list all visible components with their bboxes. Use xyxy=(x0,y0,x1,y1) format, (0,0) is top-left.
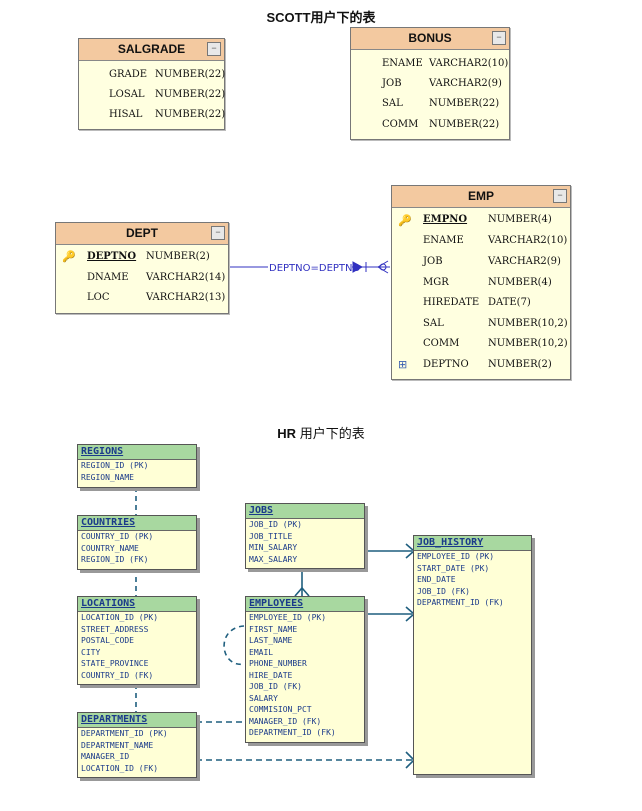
table-header: LOCATIONS xyxy=(78,597,196,612)
table-name: SALGRADE xyxy=(117,42,186,56)
table-header: DEPARTMENTS xyxy=(78,713,196,728)
table-header: EMPLOYEES xyxy=(246,597,364,612)
table-column: DEPARTMENT_ID (FK) xyxy=(417,598,504,607)
dept-emp-relation xyxy=(228,260,390,274)
table-job-history[interactable]: JOB_HISTORY EMPLOYEE_ID (PK) START_DATE … xyxy=(413,535,532,775)
hr-title-suffix: 用户下的表 xyxy=(296,426,365,441)
table-header: JOBS xyxy=(246,504,364,519)
foreign-key-icon: ⊞ xyxy=(398,358,408,371)
table-column: FIRST_NAME xyxy=(249,624,298,634)
table-column: END_DATE xyxy=(417,575,456,584)
table-column: COUNTRY_NAME xyxy=(81,543,139,553)
minimize-icon[interactable]: − xyxy=(207,42,221,56)
table-employees[interactable]: EMPLOYEES EMPLOYEE_ID (PK) FIRST_NAME LA… xyxy=(245,596,365,743)
table-column: DEPARTMENT_ID (PK) xyxy=(81,729,168,738)
table-column: COMMISION_PCT xyxy=(249,705,312,714)
table-regions[interactable]: REGIONS REGION_ID (PK) REGION_NAME xyxy=(77,444,197,488)
table-column: STREET_ADDRESS xyxy=(81,624,149,634)
table-header: COUNTRIES xyxy=(78,516,196,531)
table-name: BONUS xyxy=(408,31,452,45)
table-column: COUNTRY_ID (PK) xyxy=(81,532,154,541)
table-column: COUNTRY_ID (FK) xyxy=(81,670,154,680)
table-header: REGIONS xyxy=(78,445,196,460)
table-column: JOB_ID (PK) xyxy=(249,520,302,529)
table-column: POSTAL_CODE xyxy=(81,636,134,645)
hr-title-prefix: HR xyxy=(277,426,297,441)
table-column: HIRE_DATE xyxy=(249,670,293,680)
table-column: MIN_SALARY xyxy=(249,543,298,552)
minimize-icon[interactable]: − xyxy=(553,189,567,203)
table-column: MANAGER_ID (FK) xyxy=(249,716,322,726)
table-column: EMPLOYEE_ID (PK) xyxy=(249,613,327,622)
table-column: MANAGER_ID xyxy=(81,752,130,761)
table-departments[interactable]: DEPARTMENTS DEPARTMENT_ID (PK) DEPARTMEN… xyxy=(77,712,197,778)
table-header: JOB_HISTORY xyxy=(414,536,531,551)
table-column: LOCATION_ID (FK) xyxy=(81,763,159,773)
table-countries[interactable]: COUNTRIES COUNTRY_ID (PK) COUNTRY_NAME R… xyxy=(77,515,197,570)
table-column: LOCATION_ID (PK) xyxy=(81,613,159,622)
scott-title: SCOTT用户下的表 xyxy=(266,10,376,25)
table-column: JOB_ID (FK) xyxy=(417,586,470,596)
table-name: EMP xyxy=(467,189,494,203)
table-jobs[interactable]: JOBS JOB_ID (PK) JOB_TITLE MIN_SALARY MA… xyxy=(245,503,365,569)
table-locations[interactable]: LOCATIONS LOCATION_ID (PK) STREET_ADDRES… xyxy=(77,596,197,685)
table-column: CITY xyxy=(81,647,101,657)
key-icon: 🔑 xyxy=(398,214,412,227)
table-column: DEPARTMENT_NAME xyxy=(81,740,154,750)
table-column: REGION_ID (FK) xyxy=(81,555,149,564)
minimize-icon[interactable]: − xyxy=(492,31,506,45)
table-column: PHONE_NUMBER xyxy=(249,659,307,668)
table-column: START_DATE (PK) xyxy=(417,563,490,573)
table-column: SALARY xyxy=(249,693,278,703)
table-column: JOB_ID (FK) xyxy=(249,682,302,691)
minimize-icon[interactable]: − xyxy=(211,226,225,240)
table-header: DEPT − xyxy=(56,223,228,245)
table-column: REGION_ID (PK) xyxy=(81,461,149,470)
relation-label: DEPTNO=DEPTNO xyxy=(269,263,361,274)
key-icon: 🔑 xyxy=(62,250,76,263)
hr-title: HR 用户下的表 xyxy=(0,423,642,442)
table-name: DEPT xyxy=(125,226,158,240)
table-column: EMAIL xyxy=(249,647,274,657)
table-column: LAST_NAME xyxy=(249,636,293,645)
table-header: BONUS − xyxy=(351,28,509,50)
table-column: MAX_SALARY xyxy=(249,554,298,564)
table-column: DEPARTMENT_ID (FK) xyxy=(249,728,336,737)
table-column: REGION_NAME xyxy=(81,472,134,482)
table-column: STATE_PROVINCE xyxy=(81,659,149,668)
table-header: EMP − xyxy=(392,186,570,208)
table-header: SALGRADE − xyxy=(79,39,224,61)
table-column: JOB_TITLE xyxy=(249,531,293,541)
table-column: EMPLOYEE_ID (PK) xyxy=(417,552,495,561)
